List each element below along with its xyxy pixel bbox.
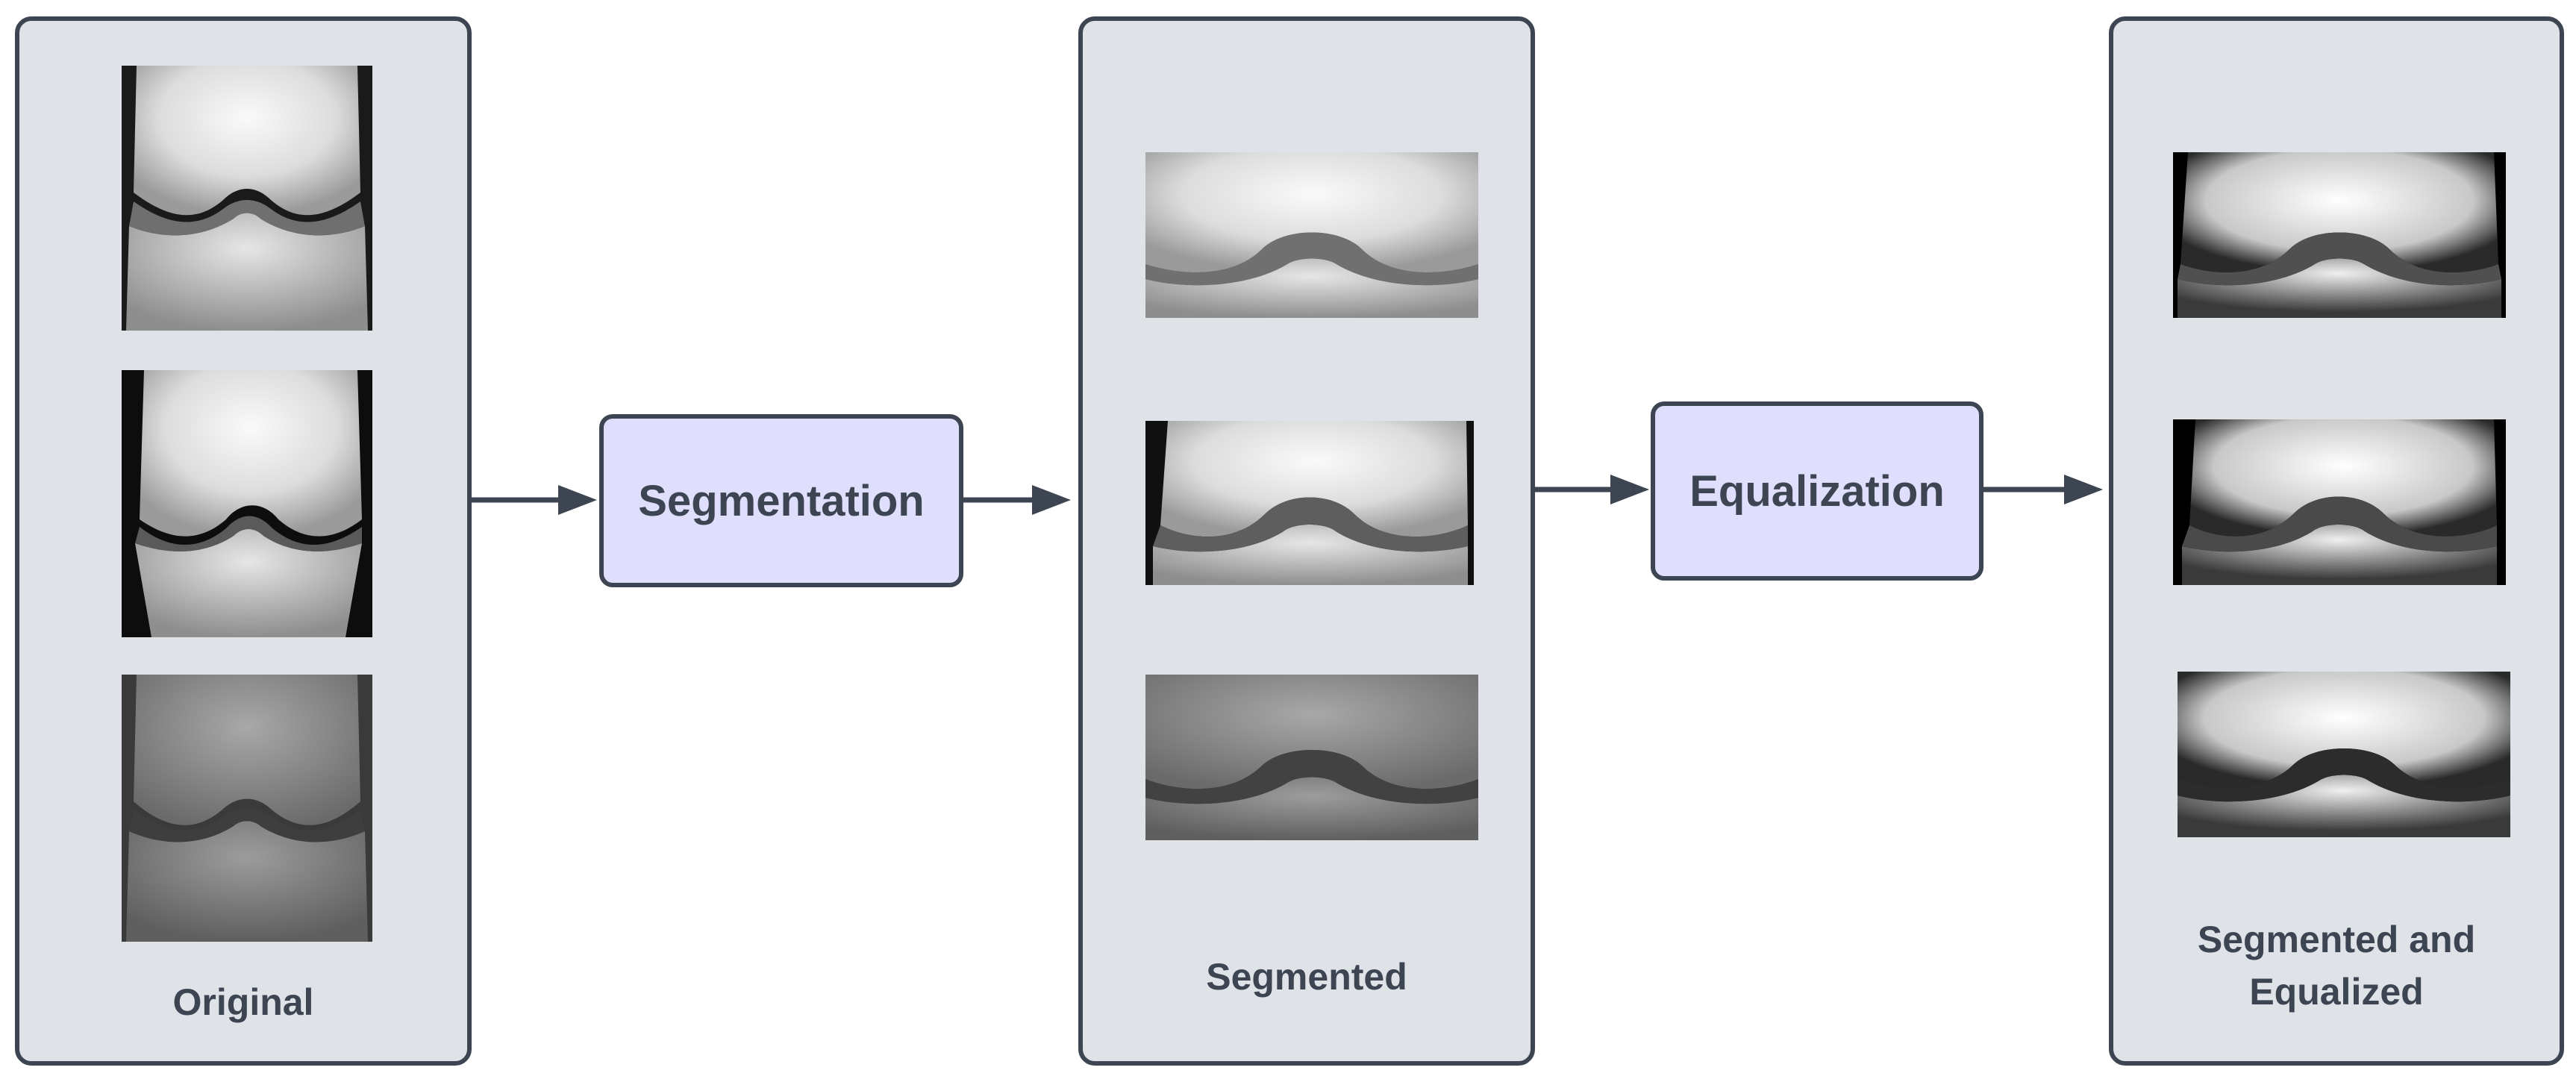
arrowhead-equalized [2064, 475, 2103, 504]
equalized-label-line-1: Segmented and [2197, 919, 2476, 960]
equalized-xray-2 [2173, 419, 2506, 585]
equalized-panel: Segmented and Equalized [2109, 16, 2564, 1066]
segmented-xray-3 [1145, 675, 1478, 840]
original-xray-2 [122, 370, 372, 637]
arrowhead-equalization [1610, 475, 1649, 504]
equalized-label-line-2: Equalized [2249, 971, 2424, 1013]
segmented-xray-1 [1145, 152, 1478, 318]
segmented-xray-2 [1145, 421, 1474, 585]
segmentation-step: Segmentation [599, 414, 963, 587]
segmented-label: Segmented [1206, 956, 1407, 998]
original-label: Original [172, 981, 314, 1023]
original-xray-3 [122, 675, 372, 942]
equalized-xray-1 [2173, 152, 2506, 318]
segmented-panel: Segmented [1078, 16, 1535, 1066]
equalization-step: Equalization [1651, 401, 1983, 581]
arrowhead-segmented [1032, 485, 1071, 515]
original-xray-1 [122, 66, 372, 331]
arrowhead-segmentation [558, 485, 597, 515]
original-panel: Original [15, 16, 472, 1066]
equalized-xray-3 [2178, 672, 2510, 837]
